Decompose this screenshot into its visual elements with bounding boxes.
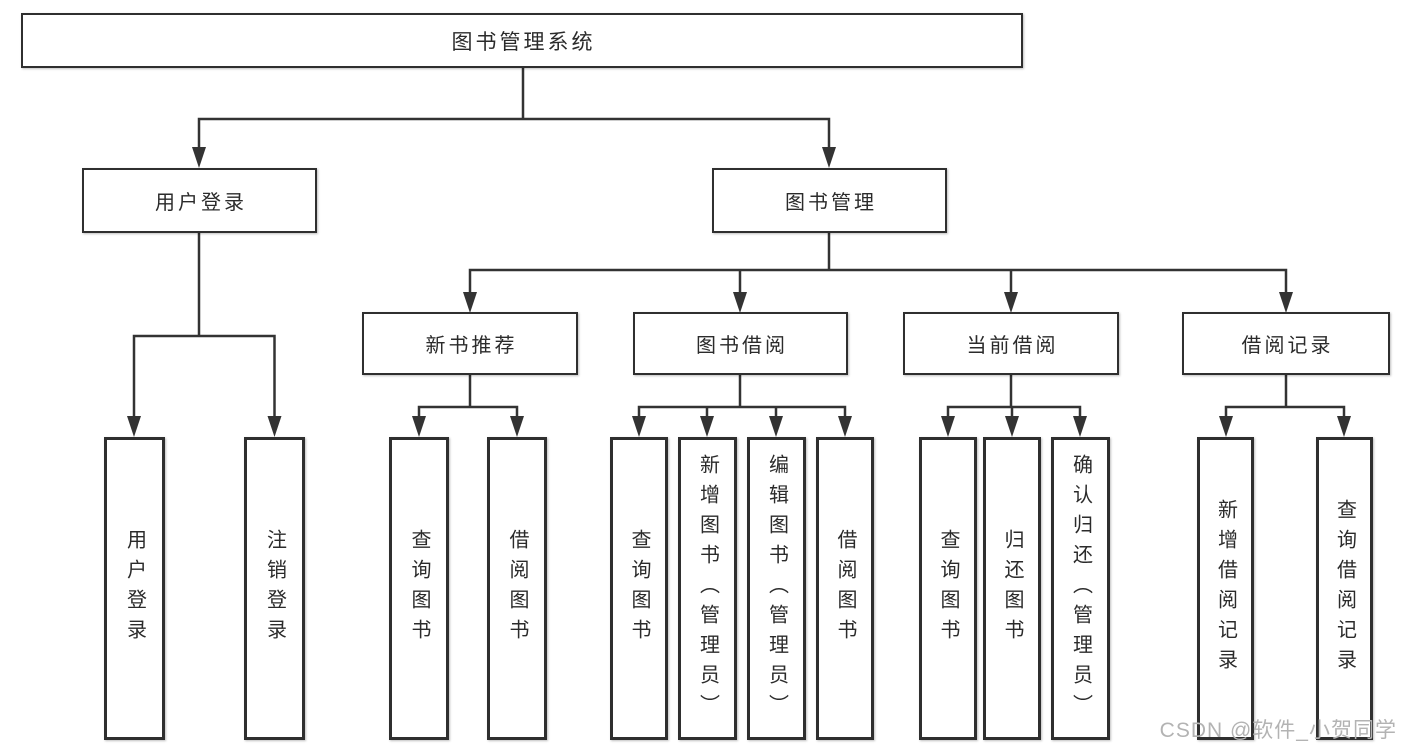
arrow-down-icon — [838, 416, 852, 437]
arrow-down-icon — [1279, 292, 1293, 313]
node-book-management: 图书管理 — [712, 168, 947, 233]
leaf-query-books-b: 查询图书 — [610, 437, 668, 740]
leaf-query-borrow-record: 查询借阅记录 — [1316, 437, 1373, 740]
leaf-edit-books-admin: 编辑图书（管理员） — [747, 437, 806, 740]
node-borrow-records: 借阅记录 — [1182, 312, 1390, 375]
leaf-query-books-c-label: 查询图书 — [937, 528, 959, 649]
leaf-borrow-books-a: 借阅图书 — [487, 437, 547, 740]
leaf-query-books-a-label: 查询图书 — [408, 528, 430, 649]
leaf-logout-login-label: 注销登录 — [263, 528, 286, 649]
leaf-return-books: 归还图书 — [983, 437, 1041, 740]
leaf-add-books-admin: 新增图书（管理员） — [678, 437, 737, 740]
arrow-down-icon — [1337, 416, 1351, 437]
node-new-book-recommend: 新书推荐 — [362, 312, 578, 375]
leaf-query-books-a: 查询图书 — [389, 437, 449, 740]
leaf-add-books-admin-label: 新增图书（管理员） — [696, 453, 719, 724]
node-book-borrow: 图书借阅 — [633, 312, 848, 375]
leaf-add-borrow-record: 新增借阅记录 — [1197, 437, 1254, 740]
leaf-confirm-return-admin: 确认归还（管理员） — [1051, 437, 1110, 740]
leaf-query-books-b-label: 查询图书 — [628, 528, 650, 649]
leaf-query-borrow-record-label: 查询借阅记录 — [1333, 498, 1356, 679]
arrow-down-icon — [632, 416, 646, 437]
node-user-login: 用户登录 — [82, 168, 317, 233]
leaf-borrow-books-b: 借阅图书 — [816, 437, 874, 740]
arrow-down-icon — [822, 147, 836, 168]
leaf-add-borrow-record-label: 新增借阅记录 — [1214, 498, 1237, 679]
arrow-down-icon — [192, 147, 206, 168]
csdn-watermark: CSDN @软件_小贺同学 — [1159, 719, 1397, 742]
node-current-borrow: 当前借阅 — [903, 312, 1119, 375]
arrow-down-icon — [463, 292, 477, 313]
arrow-down-icon — [941, 416, 955, 437]
leaf-logout-login: 注销登录 — [244, 437, 305, 740]
arrow-down-icon — [1005, 416, 1019, 437]
leaf-user-login-label: 用户登录 — [123, 528, 146, 649]
leaf-query-books-c: 查询图书 — [919, 437, 977, 740]
arrow-down-icon — [769, 416, 783, 437]
leaf-edit-books-admin-label: 编辑图书（管理员） — [765, 453, 788, 724]
arrow-down-icon — [733, 292, 747, 313]
arrow-down-icon — [510, 416, 524, 437]
leaf-user-login: 用户登录 — [104, 437, 165, 740]
leaf-borrow-books-a-label: 借阅图书 — [506, 528, 528, 649]
node-library-management-system: 图书管理系统 — [21, 13, 1023, 68]
arrow-down-icon — [1073, 416, 1087, 437]
arrow-down-icon — [1219, 416, 1233, 437]
arrow-down-icon — [1004, 292, 1018, 313]
leaf-borrow-books-b-label: 借阅图书 — [834, 528, 856, 649]
leaf-return-books-label: 归还图书 — [1001, 528, 1023, 649]
arrow-down-icon — [127, 416, 141, 437]
arrow-down-icon — [412, 416, 426, 437]
arrow-down-icon — [700, 416, 714, 437]
leaf-confirm-return-admin-label: 确认归还（管理员） — [1069, 453, 1092, 724]
arrow-down-icon — [267, 416, 282, 437]
